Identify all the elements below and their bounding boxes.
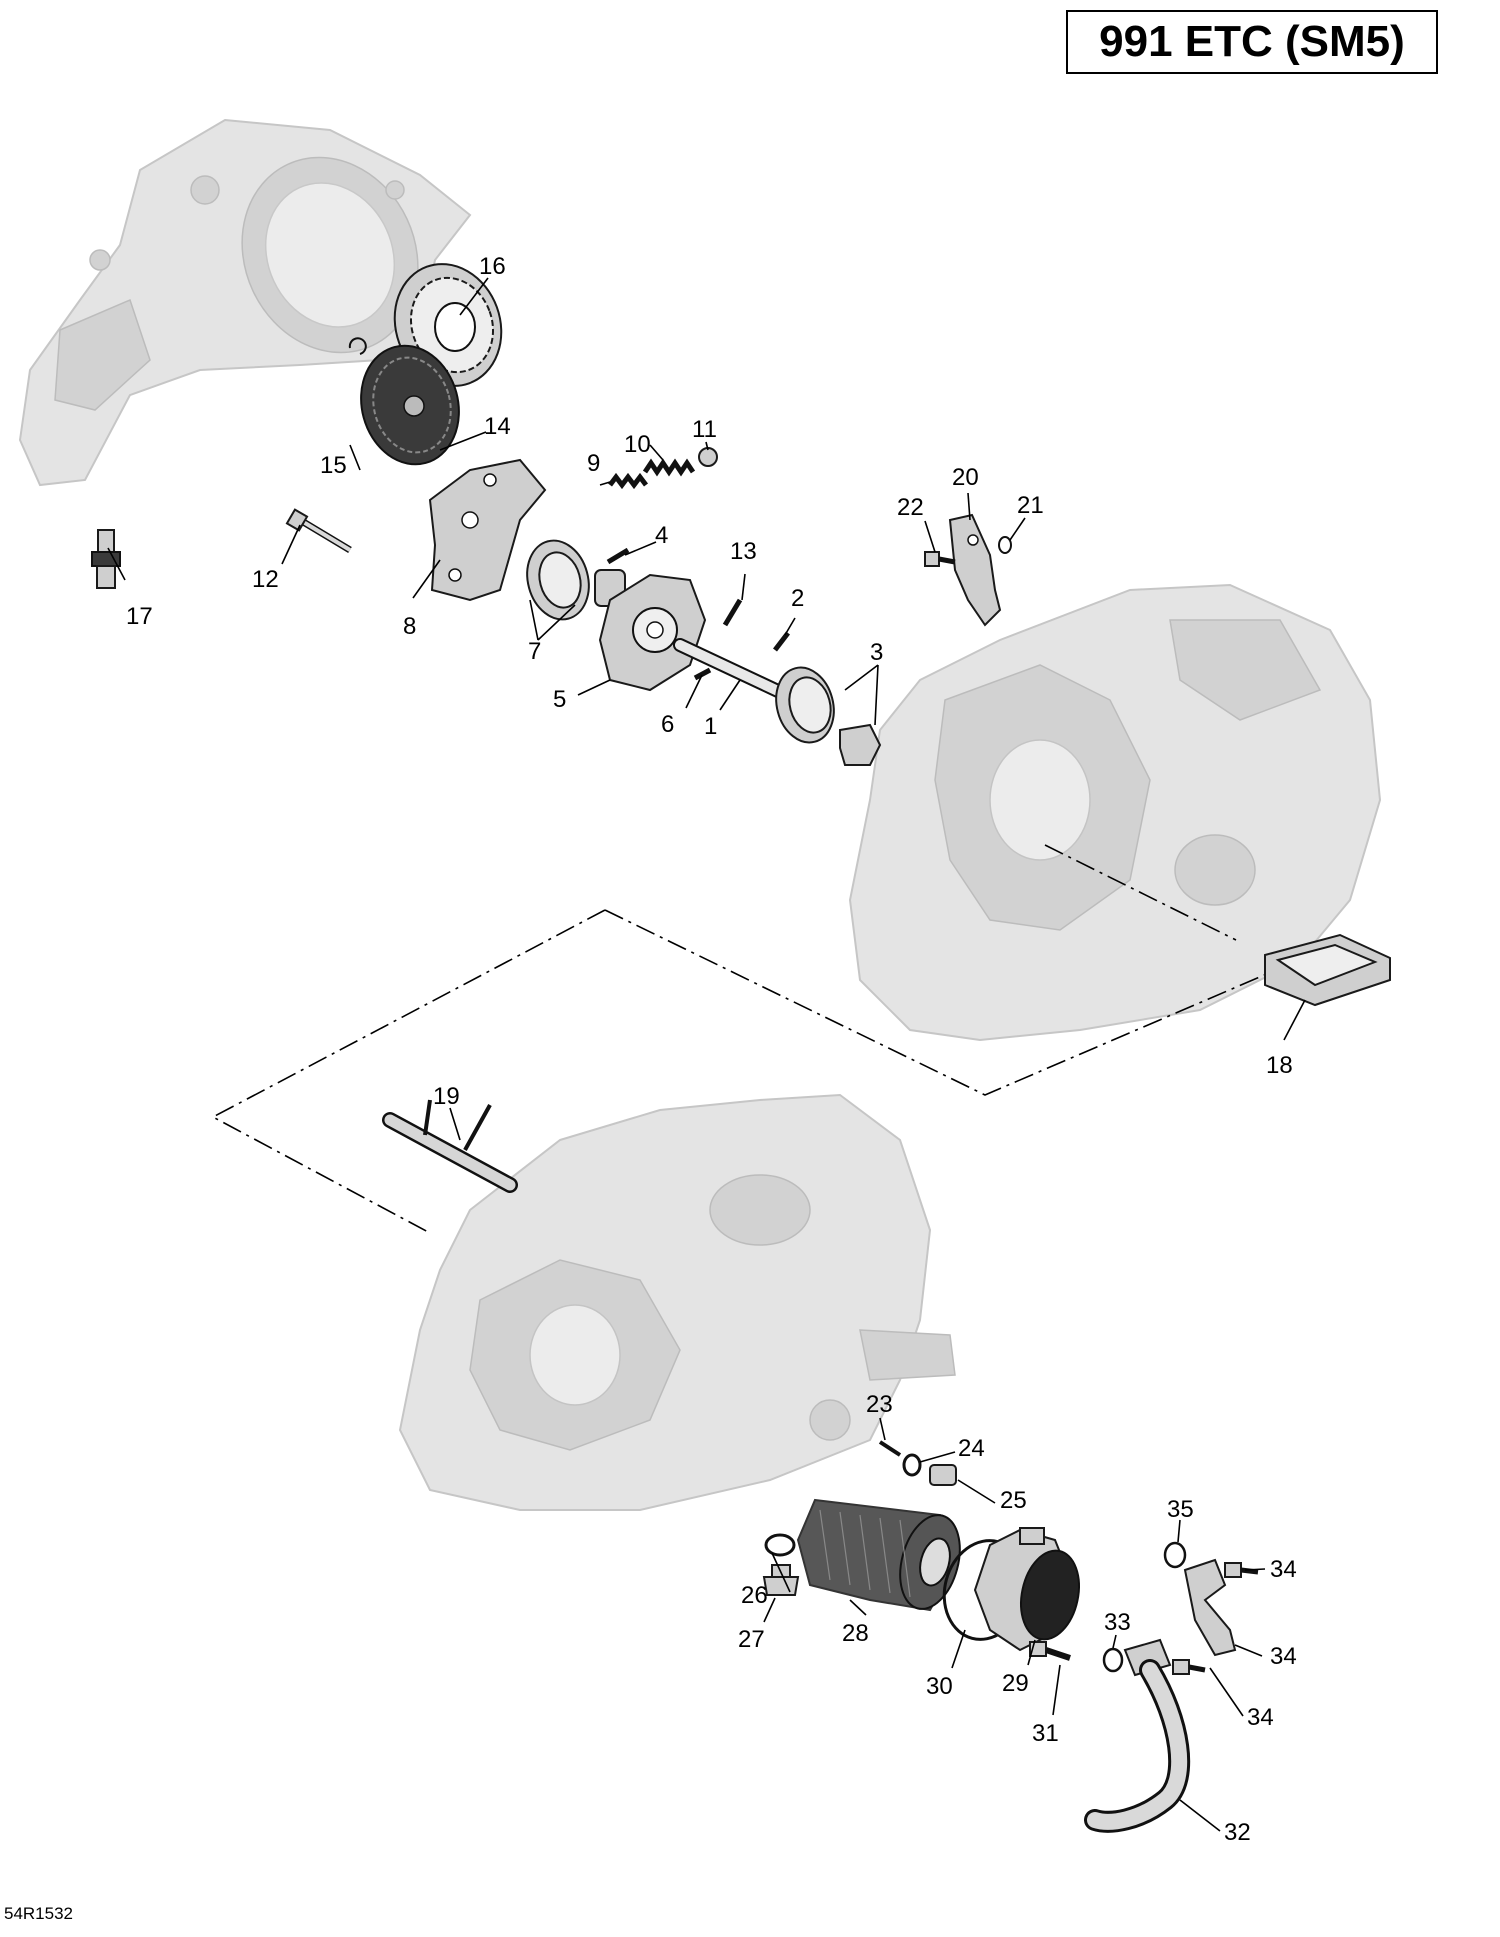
part-34-bolt-upper <box>1224 1562 1259 1578</box>
part-8-pump-cover <box>428 458 547 602</box>
callout-28: 28 <box>842 1620 869 1647</box>
callout-36: 35 <box>1167 1496 1194 1523</box>
callout-26: 26 <box>741 1582 768 1609</box>
callout-32: 32 <box>1224 1819 1251 1846</box>
part-34-bolt-lower <box>1172 1659 1206 1675</box>
upper-left-crankcase <box>18 118 472 487</box>
part-12-bolt <box>285 508 352 554</box>
part-14-gear <box>360 344 460 466</box>
callout-7: 7 <box>528 638 541 665</box>
callout-11: 11 <box>692 416 717 443</box>
callout-17: 17 <box>126 603 153 630</box>
callout-29: 29 <box>1002 1670 1029 1697</box>
callout-33: 33 <box>1104 1609 1131 1636</box>
part-13-pin <box>722 598 743 627</box>
part-28-oil-filter <box>796 1498 961 1612</box>
callout-6: 6 <box>661 711 674 738</box>
callout-20: 20 <box>952 464 979 491</box>
part-20-bracket <box>948 513 1002 627</box>
part-19-shaft <box>382 1099 518 1193</box>
callout-19: 19 <box>433 1083 460 1110</box>
callout-14: 14 <box>484 413 511 440</box>
callouts: 16 14 15 12 17 8 7 9 10 11 4 13 2 3 5 6 … <box>126 253 1297 1846</box>
part-35-elbow <box>1183 1558 1237 1657</box>
part-3-rotor <box>775 666 882 766</box>
diagram-title-box: 991 ETC (SM5) <box>1066 10 1438 74</box>
lower-crankcase <box>398 1093 956 1511</box>
callout-16: 16 <box>479 253 506 280</box>
part-32-pickup-tube <box>1084 1638 1191 1833</box>
callout-25: 25 <box>1000 1487 1027 1514</box>
callout-3: 3 <box>870 639 883 666</box>
callout-15: 15 <box>320 452 347 479</box>
callout-5: 5 <box>553 686 566 713</box>
callout-22: 22 <box>897 494 924 521</box>
part-6-pin <box>693 667 712 681</box>
part-2-pin <box>773 631 790 652</box>
part-5-pump-body <box>598 573 707 692</box>
callout-23: 23 <box>866 1391 893 1418</box>
part-27-drain-plug <box>762 1564 800 1596</box>
callout-30: 30 <box>926 1673 953 1700</box>
part-26-washer <box>764 1533 796 1557</box>
part-9-spring <box>608 472 648 490</box>
part-23-pin <box>878 1440 902 1457</box>
callout-24: 24 <box>958 1435 985 1462</box>
reference-code: 54R1532 <box>4 1904 74 1923</box>
callout-8: 8 <box>403 613 416 640</box>
part-10-spring <box>642 458 696 477</box>
part-17-sensor <box>91 529 121 589</box>
callout-34-upper: 34 <box>1270 1556 1297 1583</box>
callout-35: 34 <box>1270 1643 1297 1670</box>
callout-34-lower: 34 <box>1247 1704 1274 1731</box>
right-crankcase <box>848 583 1382 1042</box>
part-29-filter-cover <box>973 1527 1080 1652</box>
callout-10: 10 <box>624 431 651 458</box>
callout-18: 18 <box>1266 1052 1293 1079</box>
part-21-oring <box>998 536 1012 554</box>
part-11-plug <box>698 447 718 467</box>
part-18-strainer <box>1264 933 1391 1007</box>
leader-lines <box>107 277 1306 1832</box>
part-25-fitting <box>929 1464 957 1486</box>
assembly-dash-line <box>211 844 1277 1234</box>
diagram-title: 991 ETC (SM5) <box>1099 17 1405 66</box>
callout-21: 21 <box>1017 492 1044 519</box>
callout-13: 13 <box>730 538 757 565</box>
part-36-oring <box>1163 1541 1187 1569</box>
callout-9: 9 <box>587 450 600 477</box>
part-31-bolt <box>1029 1641 1071 1661</box>
part-4-pin <box>606 547 630 565</box>
part-24-oring <box>902 1453 922 1477</box>
callout-31: 31 <box>1032 1720 1059 1747</box>
part-33-oring <box>1102 1647 1124 1673</box>
callout-12: 12 <box>252 566 279 593</box>
part-22-bolt <box>924 551 956 567</box>
callout-27: 27 <box>738 1626 765 1653</box>
callout-2: 2 <box>791 585 804 612</box>
part-1-shaft <box>673 638 787 699</box>
callout-1: 1 <box>704 713 717 740</box>
callout-4: 4 <box>655 522 668 549</box>
part-15-circlip <box>348 337 367 355</box>
